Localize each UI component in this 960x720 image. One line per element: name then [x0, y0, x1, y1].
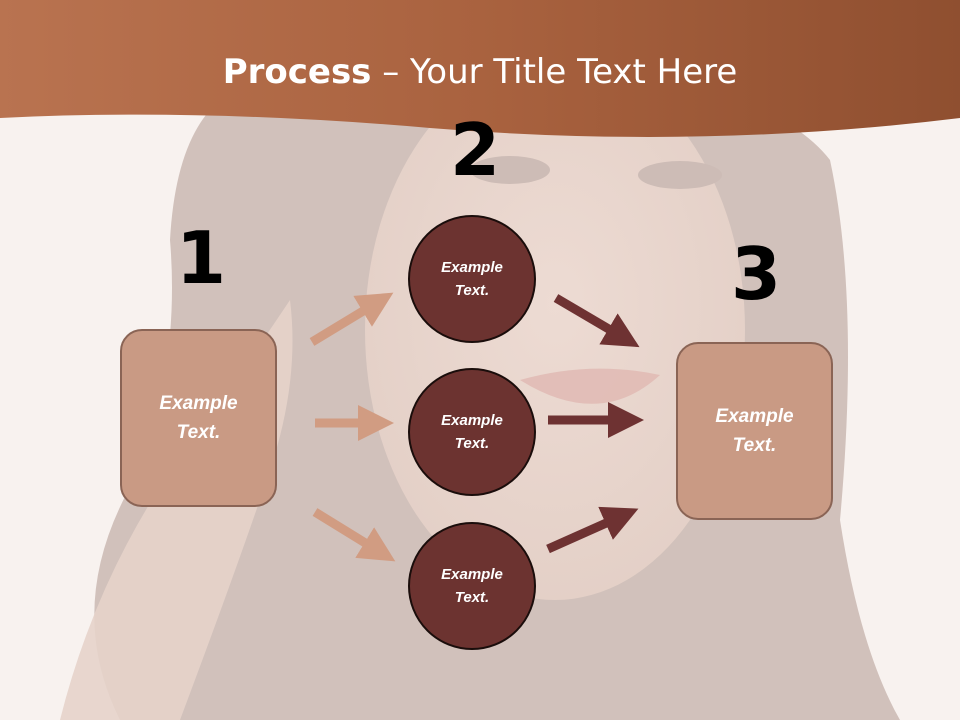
page-title: Process – Your Title Text Here — [0, 52, 960, 92]
circle-top: Example Text. — [408, 215, 536, 343]
title-rest: – Your Title Text Here — [371, 52, 738, 92]
circle-bottom-label: Example Text. — [441, 566, 503, 606]
step-number-3: 3 — [731, 232, 782, 316]
step-number-1: 1 — [176, 216, 227, 300]
title-bold: Process — [222, 52, 372, 92]
left-step-box: Example Text. — [120, 329, 277, 507]
right-step-label: Example Text. — [715, 406, 794, 456]
circle-middle-label: Example Text. — [441, 412, 503, 452]
arrow-left-to-bottom — [312, 508, 396, 562]
arrow-left-to-top — [309, 292, 394, 346]
arrow-bottom-to-right — [546, 506, 639, 554]
circle-bottom: Example Text. — [408, 522, 536, 650]
step-number-2: 2 — [450, 108, 501, 192]
circle-top-label: Example Text. — [441, 259, 503, 299]
circle-middle: Example Text. — [408, 368, 536, 496]
arrow-top-to-right — [553, 294, 640, 348]
left-step-label: Example Text. — [159, 393, 238, 443]
right-step-box: Example Text. — [676, 342, 833, 520]
